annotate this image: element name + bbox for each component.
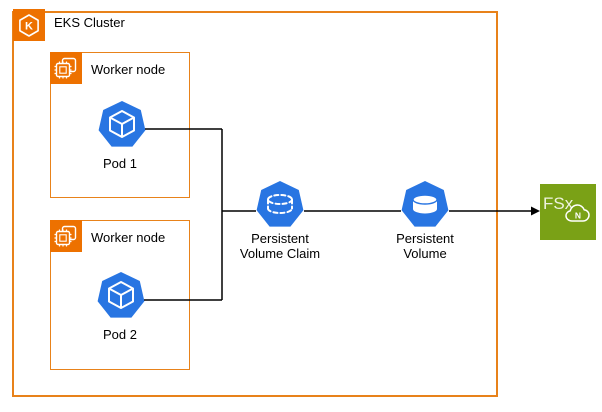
worker-node-box-1: Worker node Pod 1 [49, 51, 190, 198]
compute-chip-icon [49, 51, 82, 84]
pod-2-label: Pod 2 [103, 327, 137, 342]
pv-label-line-1: Persistent [396, 231, 454, 246]
fsx-cloud-letter: N [575, 211, 581, 221]
pvc-label-line-2: Volume Claim [239, 246, 321, 261]
worker-node-box-2: Worker node Pod 2 [49, 219, 190, 370]
cloud-icon [565, 204, 590, 222]
pv-label-line-2: Volume [403, 246, 447, 261]
persistent-volume-icon [401, 181, 449, 227]
persistent-volume-claim-label: Persistent Volume Claim [210, 231, 350, 261]
persistent-volume-claim-icon [256, 181, 304, 227]
worker-node-label-2: Worker node [91, 230, 166, 245]
eks-icon-letter: K [25, 21, 33, 33]
compute-chip-icon [49, 219, 82, 252]
worker-node-label-1: Worker node [91, 62, 166, 77]
pod-1-label: Pod 1 [103, 156, 137, 171]
eks-icon: K [13, 9, 45, 41]
arrowhead-icon [531, 206, 540, 216]
eks-cluster-label: EKS Cluster [54, 15, 125, 30]
k8s-pod-icon-2 [97, 272, 145, 318]
fsx-label: FSx [543, 194, 574, 213]
fsx-netapp-ontap-icon: FSx N [540, 184, 596, 240]
persistent-volume-label: Persistent Volume [355, 231, 495, 261]
k8s-pod-icon-1 [98, 101, 146, 147]
pvc-label-line-1: Persistent [251, 231, 309, 246]
